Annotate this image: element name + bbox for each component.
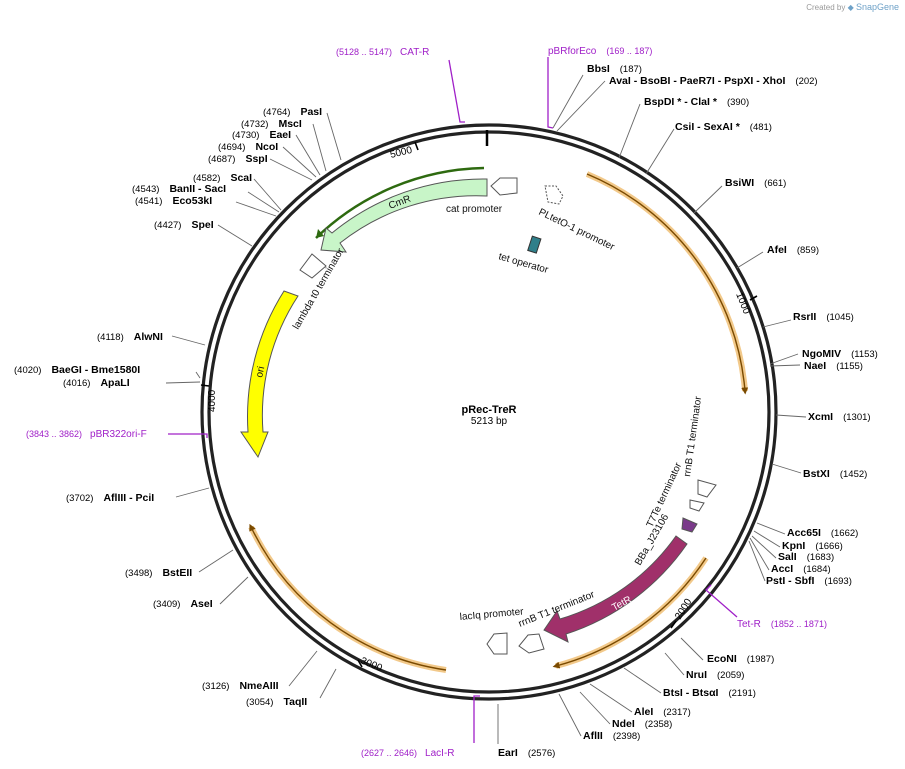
svg-text:(3126)NmeAIII: (3126)NmeAIII bbox=[202, 680, 279, 692]
backbone-inner bbox=[207, 130, 771, 694]
svg-text:(3498)BstEII: (3498)BstEII bbox=[125, 567, 192, 579]
svg-text:AflII(2398): AflII(2398) bbox=[583, 730, 640, 742]
cat-promoter-arrow bbox=[490, 177, 518, 196]
svg-text:AfeI(859): AfeI(859) bbox=[767, 244, 819, 256]
svg-text:AccI(1684): AccI(1684) bbox=[771, 563, 831, 575]
primer-labels: (5128 .. 5147)CAT-R pBRforEco(169 .. 187… bbox=[26, 46, 827, 759]
svg-text:AleI(2317): AleI(2317) bbox=[634, 706, 691, 718]
svg-text:CsiI - SexAI *(481): CsiI - SexAI *(481) bbox=[675, 121, 772, 133]
plasmid-center-label: pRec-TreR 5213 bp bbox=[409, 404, 569, 427]
svg-text:pBRforEco(169 .. 187): pBRforEco(169 .. 187) bbox=[548, 46, 652, 57]
svg-text:EcoNI(1987): EcoNI(1987) bbox=[707, 653, 774, 665]
svg-text:(4427)SpeI: (4427)SpeI bbox=[154, 219, 214, 231]
rrnb-t1-bottom-arrow bbox=[518, 633, 545, 654]
snapgene-credit: Created by ◆ SnapGene bbox=[806, 2, 899, 12]
svg-text:(5128 .. 5147)CAT-R: (5128 .. 5147)CAT-R bbox=[336, 47, 429, 58]
svg-text:(4016)ApaLI: (4016)ApaLI bbox=[63, 377, 130, 389]
svg-text:RsrII(1045): RsrII(1045) bbox=[793, 311, 854, 323]
svg-text:XcmI(1301): XcmI(1301) bbox=[808, 411, 871, 423]
plasmid-length: 5213 bp bbox=[470, 416, 508, 427]
svg-text:(4687)SspI: (4687)SspI bbox=[208, 153, 268, 165]
svg-text:BbsI(187): BbsI(187) bbox=[587, 63, 642, 75]
svg-text:BtsI - BtsαI(2191): BtsI - BtsαI(2191) bbox=[663, 687, 756, 699]
credit-text: Created by bbox=[806, 3, 846, 12]
pltet-promoter-arrow bbox=[544, 185, 564, 205]
svg-text:(2627 .. 2646)LacI-R: (2627 .. 2646)LacI-R bbox=[361, 748, 455, 759]
svg-text:PstI - SbfI(1693): PstI - SbfI(1693) bbox=[766, 575, 852, 587]
svg-text:NdeI(2358): NdeI(2358) bbox=[612, 718, 672, 730]
svg-text:KpnI(1666): KpnI(1666) bbox=[782, 540, 843, 552]
restriction-site-labels: BbsI(187) AvaI - BsoBI - PaeR7I - PspXI … bbox=[14, 63, 878, 759]
laciq-promoter-label: lacIq promoter bbox=[459, 606, 524, 623]
svg-text:(4764)PasI: (4764)PasI bbox=[263, 106, 322, 118]
svg-text:(4582)ScaI: (4582)ScaI bbox=[193, 172, 252, 184]
t7te-terminator-arrow bbox=[689, 499, 705, 512]
svg-text:NruI(2059): NruI(2059) bbox=[686, 669, 744, 681]
ruler-2000: 2000 bbox=[673, 597, 694, 622]
orange-arc-right bbox=[585, 171, 748, 392]
svg-text:(4694)NcoI: (4694)NcoI bbox=[218, 141, 278, 153]
ruler-3000: 3000 bbox=[359, 656, 384, 675]
ori-feature bbox=[240, 290, 299, 459]
svg-text:(3409)AseI: (3409)AseI bbox=[153, 598, 213, 610]
bba-j23106-arrow bbox=[681, 517, 698, 533]
svg-text:(4730)EaeI: (4730)EaeI bbox=[232, 129, 291, 141]
svg-text:BsiWI(661): BsiWI(661) bbox=[725, 177, 786, 189]
svg-text:(3702)AflIII - PciI: (3702)AflIII - PciI bbox=[66, 492, 154, 504]
ruler-4000: 4000 bbox=[207, 389, 218, 412]
svg-text:AvaI - BsoBI - PaeR7I - PspXI: AvaI - BsoBI - PaeR7I - PspXI - XhoI(202… bbox=[609, 75, 818, 87]
cmr-line bbox=[315, 166, 485, 239]
lambda-t0-terminator-arrow bbox=[299, 253, 327, 279]
backbone-outer bbox=[200, 123, 778, 701]
rrnb-t1-top-arrow bbox=[697, 479, 717, 498]
svg-text:NaeI(1155): NaeI(1155) bbox=[804, 360, 863, 372]
tetr-feature bbox=[543, 535, 688, 643]
credit-brand: SnapGene bbox=[855, 2, 899, 12]
cat-promoter-label: cat promoter bbox=[446, 204, 503, 215]
primer-marks bbox=[168, 57, 738, 743]
svg-text:BspDI * - ClaI *(390): BspDI * - ClaI *(390) bbox=[644, 96, 749, 108]
lambda-t0-terminator-label: lambda t0 terminator bbox=[291, 246, 347, 332]
svg-text:(4732)MscI: (4732)MscI bbox=[241, 118, 302, 130]
snapgene-logo-icon: ◆ bbox=[847, 3, 854, 12]
svg-text:Acc65I(1662): Acc65I(1662) bbox=[787, 527, 858, 539]
svg-text:(4118)AlwNI: (4118)AlwNI bbox=[97, 331, 163, 343]
pltet-promoter-label: PLtetO-1 promoter bbox=[537, 207, 617, 253]
ruler-1000: 1000 bbox=[733, 291, 752, 316]
svg-text:BstXI(1452): BstXI(1452) bbox=[803, 468, 867, 480]
svg-text:(4541)Eco53kI: (4541)Eco53kI bbox=[135, 195, 212, 207]
ori-label: ori bbox=[254, 365, 267, 378]
svg-text:SalI(1683): SalI(1683) bbox=[778, 551, 834, 563]
tet-operator-box bbox=[527, 235, 542, 254]
svg-text:NgoMIV(1153): NgoMIV(1153) bbox=[802, 348, 878, 360]
svg-text:(4020)BaeGI - Bme1580I: (4020)BaeGI - Bme1580I bbox=[14, 364, 140, 376]
laciq-promoter-arrow bbox=[486, 632, 508, 655]
cmr-feature bbox=[320, 178, 488, 253]
rrnb-t1-top-label: rrnB T1 terminator bbox=[682, 395, 704, 477]
svg-text:(4543)BanII - SacI: (4543)BanII - SacI bbox=[132, 183, 226, 195]
svg-text:EarI(2576): EarI(2576) bbox=[498, 747, 555, 759]
svg-text:Tet-R(1852 .. 1871): Tet-R(1852 .. 1871) bbox=[737, 619, 827, 630]
tet-operator-label: tet operator bbox=[497, 251, 550, 276]
ruler-5000: 5000 bbox=[389, 145, 414, 161]
plasmid-name: pRec-TreR bbox=[461, 404, 517, 416]
site-leader-lines bbox=[165, 74, 807, 744]
svg-text:(3843 .. 3862)pBR322ori-F: (3843 .. 3862)pBR322ori-F bbox=[26, 429, 147, 440]
svg-text:(3054)TaqII: (3054)TaqII bbox=[246, 696, 307, 708]
